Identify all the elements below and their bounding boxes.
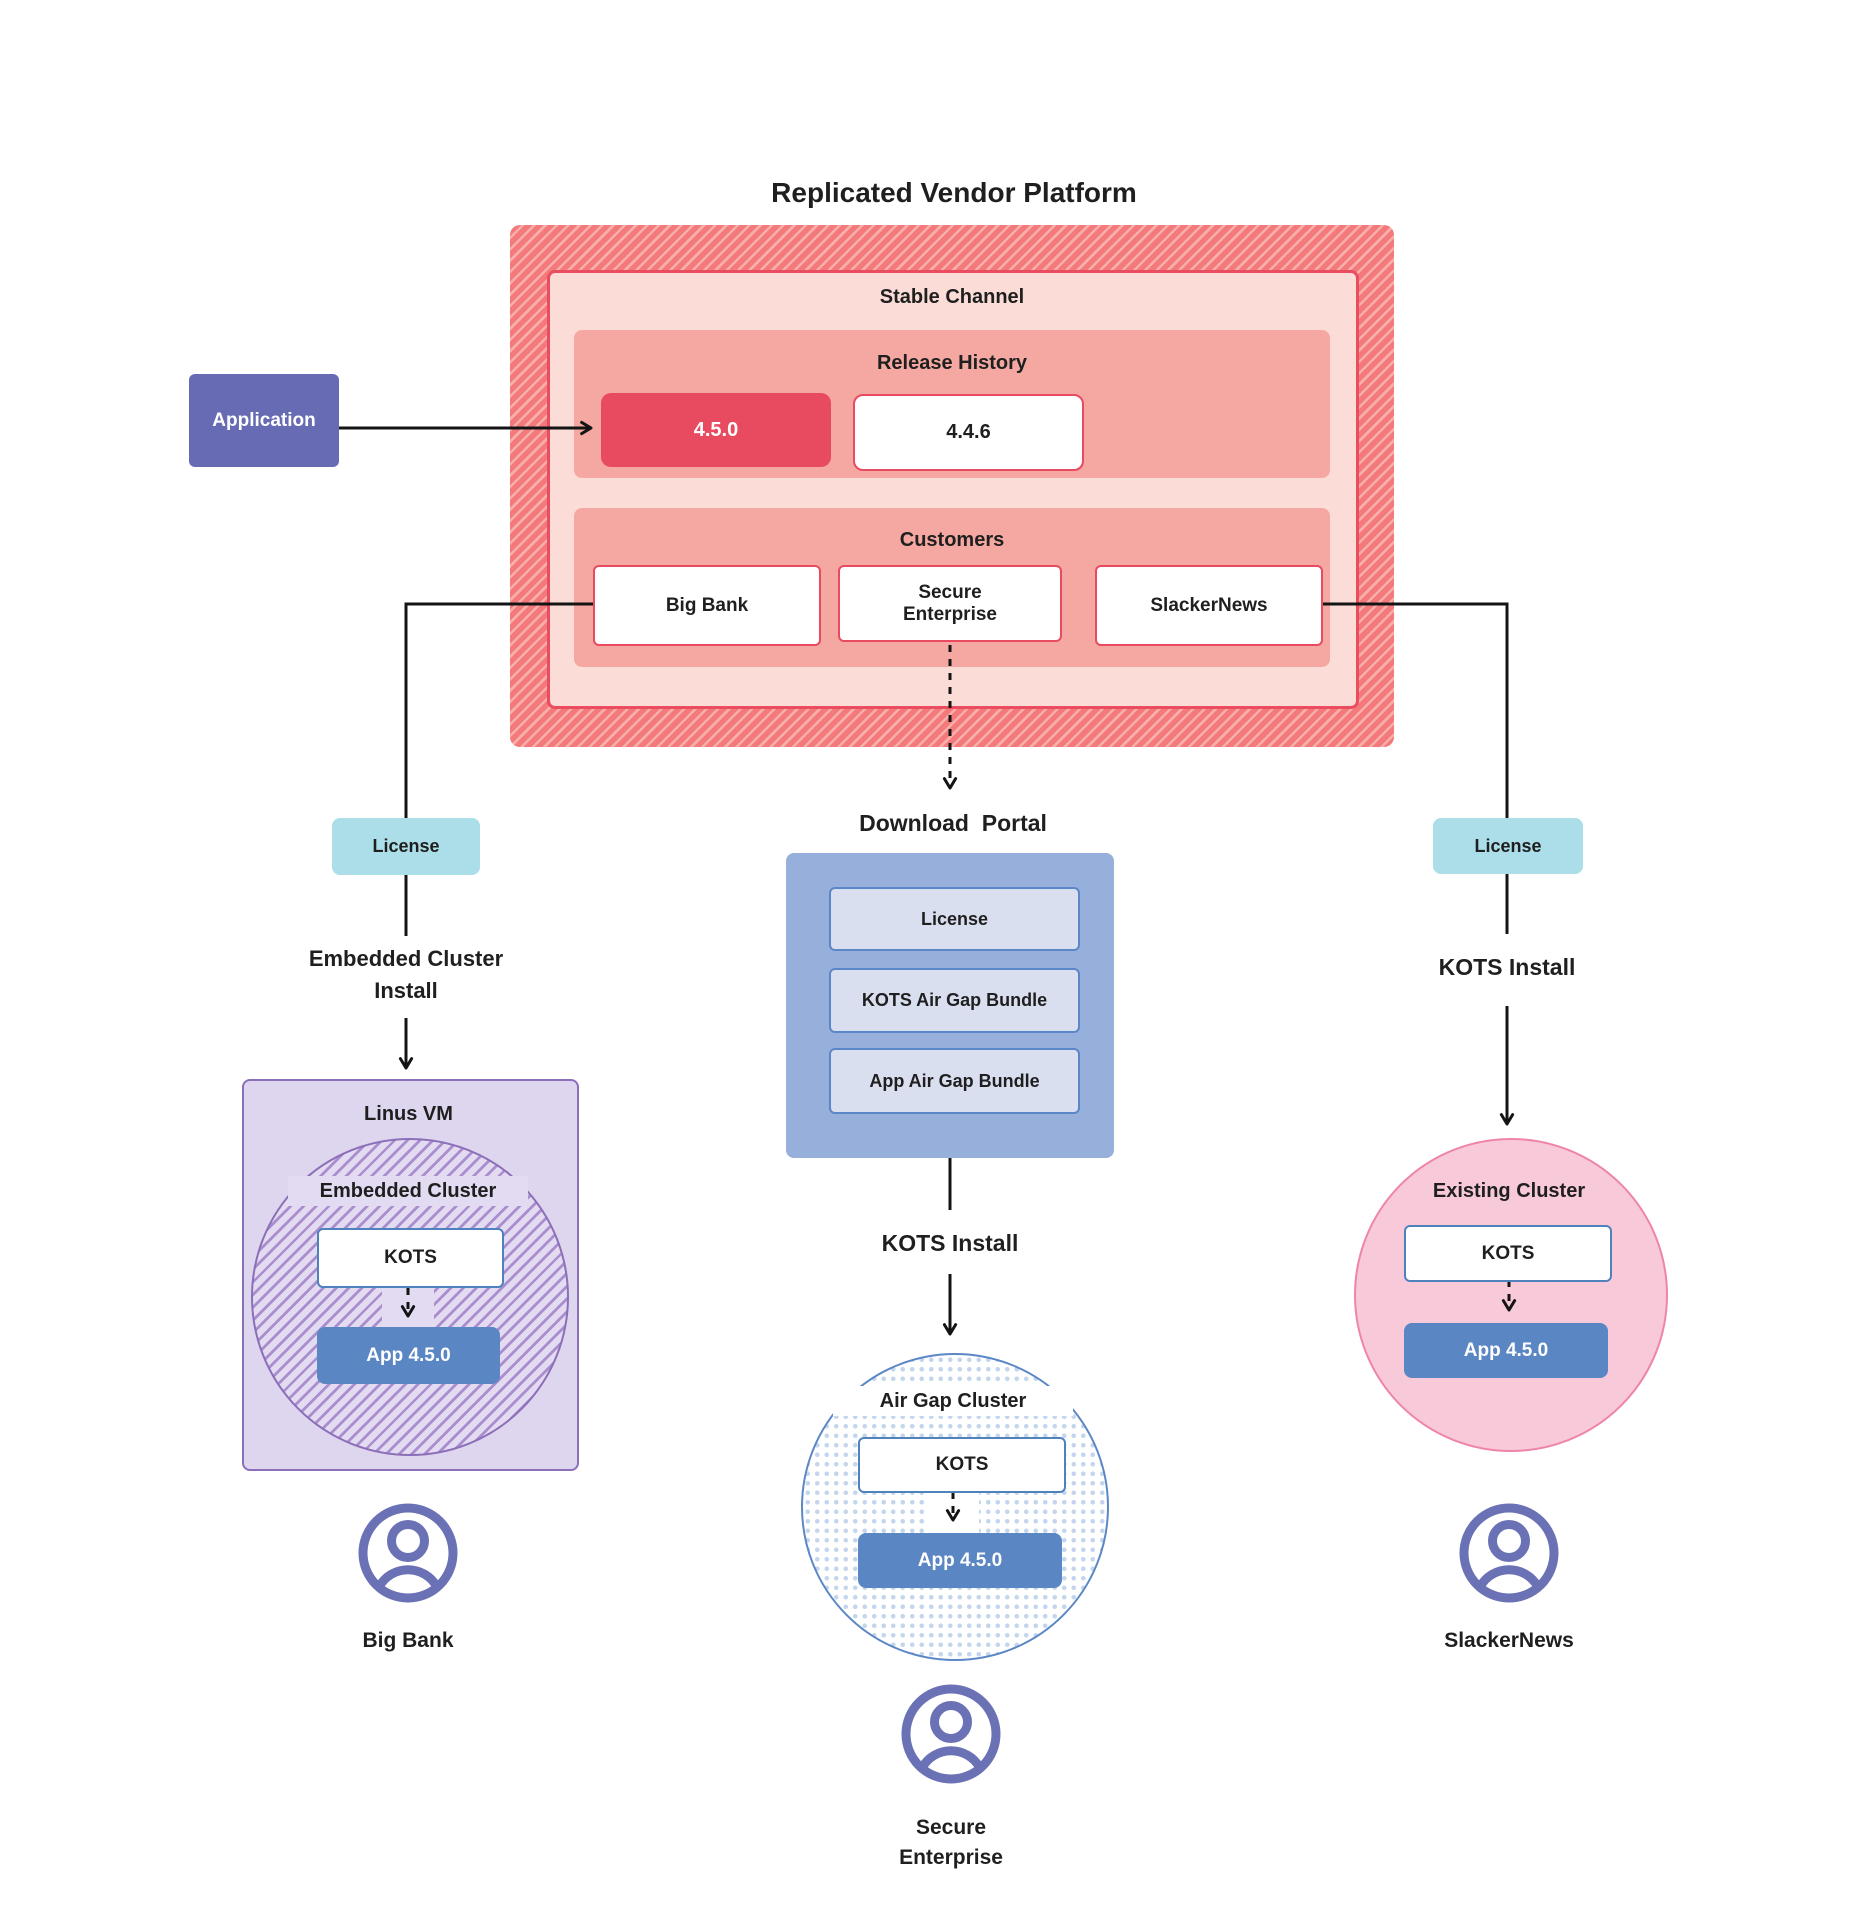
portal-item-app-airgap-bundle[interactable]: App Air Gap Bundle: [829, 1048, 1080, 1114]
release-version-current[interactable]: 4.5.0: [601, 393, 831, 467]
release-version-previous[interactable]: 4.4.6: [853, 394, 1084, 471]
kots-box-right: KOTS: [1404, 1225, 1612, 1282]
page-title: Replicated Vendor Platform: [771, 177, 1137, 208]
customer-slackernews[interactable]: SlackerNews: [1095, 565, 1323, 646]
kots-install-label-center: KOTS Install: [881, 1229, 1019, 1256]
customers-label: Customers: [899, 528, 1005, 551]
user-circle-icon: [1459, 1503, 1559, 1603]
portal-item-kots-airgap-bundle[interactable]: KOTS Air Gap Bundle: [829, 968, 1080, 1033]
portal-item-license[interactable]: License: [829, 887, 1080, 951]
existing-cluster-circle: [1354, 1138, 1668, 1452]
air-gap-arrow-channel: [927, 1486, 979, 1536]
embedded-cluster-install-label: Embedded Cluster Install: [308, 946, 504, 1003]
linus-vm-label: Linus VM: [364, 1102, 453, 1125]
customer-secure-enterprise[interactable]: Secure Enterprise: [838, 565, 1062, 642]
application-box: Application: [189, 374, 339, 467]
app-box-center: App 4.5.0: [858, 1533, 1062, 1588]
release-history-label: Release History: [876, 351, 1028, 374]
existing-cluster-label: Existing Cluster: [1432, 1179, 1586, 1202]
user-label-big-bank: Big Bank: [362, 1629, 454, 1652]
user-circle-icon: [901, 1684, 1001, 1784]
kots-box-left: KOTS: [317, 1228, 504, 1288]
license-badge-left: License: [332, 818, 480, 875]
download-portal-label: Download Portal: [859, 809, 1047, 836]
user-label-slackernews: SlackerNews: [1444, 1629, 1574, 1652]
app-box-left: App 4.5.0: [317, 1327, 500, 1384]
kots-install-label-right: KOTS Install: [1438, 953, 1576, 980]
embedded-cluster-label: Embedded Cluster: [288, 1176, 528, 1206]
license-badge-right: License: [1433, 818, 1583, 874]
user-label-secure-enterprise: Secure Enterprise: [899, 1816, 1003, 1869]
customer-big-bank[interactable]: Big Bank: [593, 565, 821, 646]
app-box-right: App 4.5.0: [1404, 1323, 1608, 1378]
stable-channel-label: Stable Channel: [879, 285, 1025, 308]
user-circle-icon: [358, 1503, 458, 1603]
kots-box-center: KOTS: [858, 1437, 1066, 1493]
air-gap-cluster-label: Air Gap Cluster: [833, 1386, 1073, 1416]
